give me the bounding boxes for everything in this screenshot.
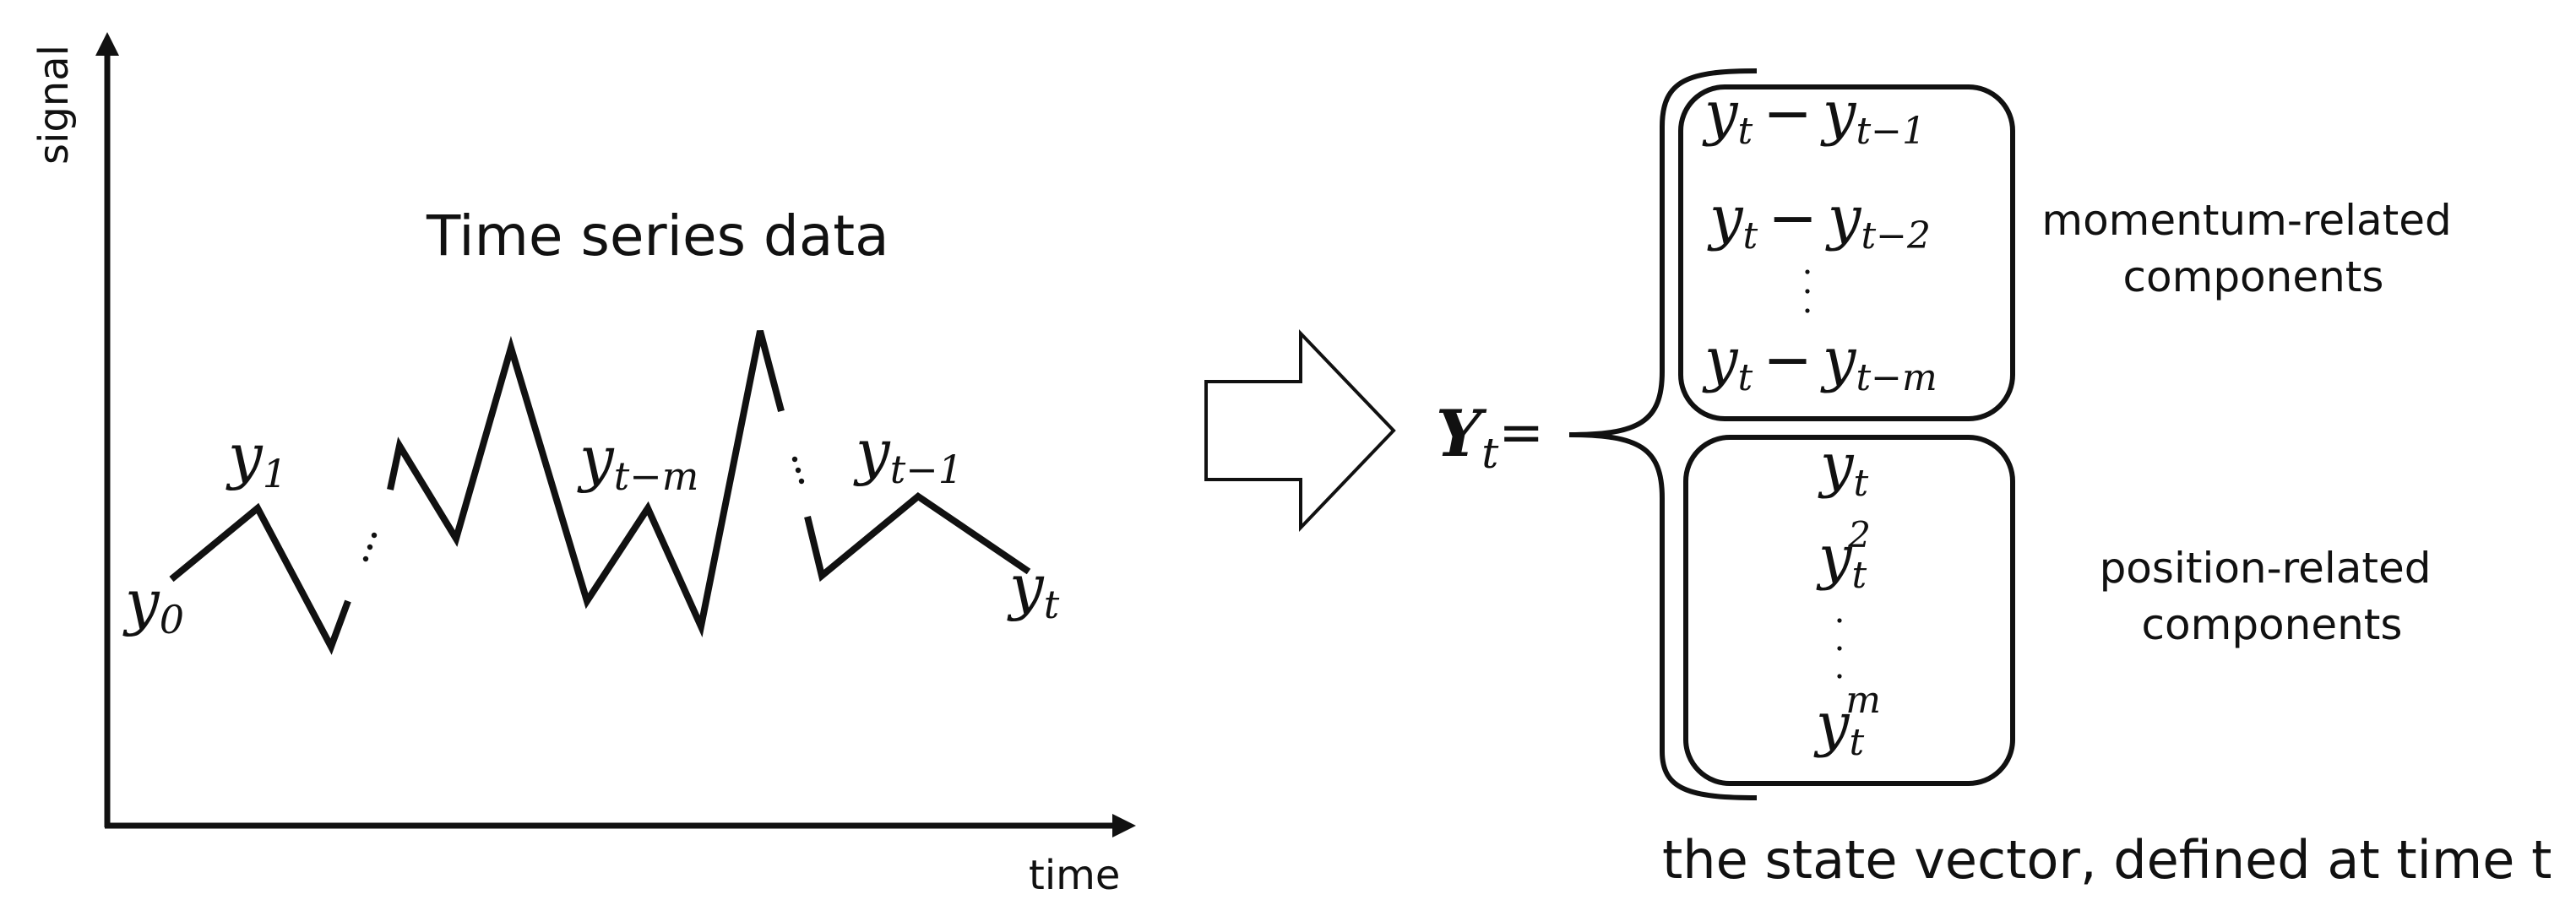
y-axis-arrowhead	[95, 32, 119, 56]
label-y-t: yt	[1007, 551, 1060, 627]
momentum-row-2: yt−yt−2	[1707, 183, 1931, 257]
momentum-components-box	[1678, 84, 2015, 421]
position-label: position-related components	[2100, 544, 2445, 649]
gap-ellipsis-2	[791, 456, 805, 485]
label-y-t-minus-1: yt−1	[853, 416, 963, 492]
plot-title: Time series data	[426, 203, 889, 268]
label-y0: y0	[122, 566, 184, 642]
left-brace	[1568, 68, 1758, 800]
position-row-1: yt	[1818, 431, 1869, 505]
x-axis-label: time	[1029, 852, 1120, 899]
series-lines	[169, 329, 1031, 655]
series-segment-end	[804, 492, 1031, 583]
position-components-box	[1683, 435, 2015, 786]
x-axis-arrowhead	[1112, 814, 1136, 837]
state-vector-panel: Yt= yt−yt−1 yt−yt−2 yt−yt−m yt yt2	[1436, 68, 2552, 891]
position-row-m: ytm	[1813, 679, 1881, 764]
state-vector-caption: the state vector, defined at time t	[1662, 829, 2552, 891]
position-vertical-ellipsis	[1837, 618, 1842, 679]
momentum-vertical-ellipsis	[1805, 269, 1810, 313]
series-segment-middle	[387, 329, 785, 638]
momentum-row-m: yt−yt−m	[1702, 325, 1937, 399]
position-row-2: yt2	[1816, 514, 1871, 597]
time-series-panel: signal time Time series data y0 y1 yt−m …	[30, 32, 1136, 899]
series-segment-start	[169, 502, 351, 655]
label-y1: y1	[226, 420, 287, 496]
gap-ellipsis-1	[362, 532, 378, 562]
transform-arrow-icon	[1204, 329, 1396, 532]
state-vector-symbol: Yt=	[1436, 396, 1544, 478]
y-axis-label: signal	[30, 45, 78, 165]
label-y-t-minus-m: yt−m	[577, 423, 698, 499]
momentum-row-1: yt−yt−1	[1702, 79, 1926, 153]
momentum-label: momentum-related components	[2041, 196, 2465, 301]
